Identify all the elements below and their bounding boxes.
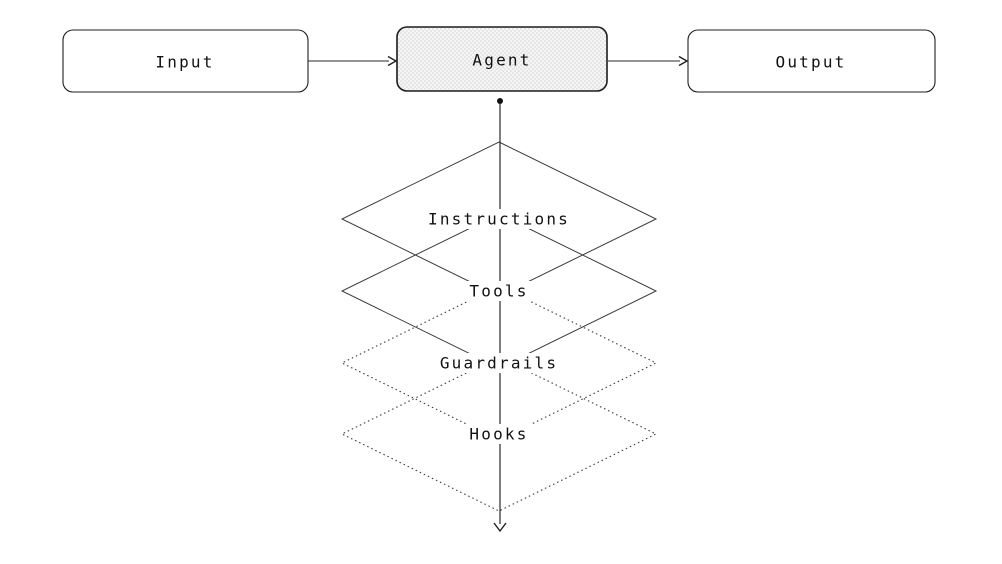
node-input-label: Input	[155, 53, 214, 72]
layer-label-instructions: Instructions	[428, 210, 570, 229]
layer-label-tools: Tools	[469, 282, 528, 301]
layer-labels: Instructions Tools Guardrails Hooks	[414, 209, 584, 444]
node-output	[687, 29, 936, 93]
layer-label-hooks: Hooks	[469, 425, 528, 444]
flow-edges	[308, 55, 689, 67]
origin-dot-icon	[497, 98, 503, 104]
label-plate	[429, 353, 569, 373]
arrow-down-icon	[493, 522, 507, 533]
arrow-right-icon	[678, 55, 689, 67]
node-output-label: Output	[776, 53, 847, 72]
arrow-right-icon	[387, 55, 398, 67]
label-plate	[459, 281, 539, 301]
node-agent	[396, 26, 608, 92]
flow-nodes: Input Agent Output	[62, 26, 936, 93]
label-plate	[414, 209, 584, 229]
node-input	[62, 29, 309, 93]
layer-label-guardrails: Guardrails	[440, 354, 558, 373]
label-plate	[459, 424, 539, 444]
agent-layer-diamonds	[340, 141, 658, 512]
node-agent-label: Agent	[472, 51, 531, 70]
